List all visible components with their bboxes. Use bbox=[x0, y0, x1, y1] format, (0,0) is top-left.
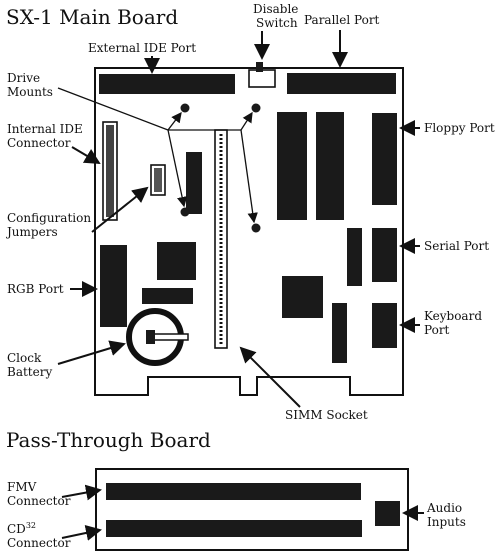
label-simm-socket: SIMM Socket bbox=[285, 408, 368, 422]
main-board-title: SX-1 Main Board bbox=[6, 5, 178, 29]
disable-switch-lever bbox=[256, 62, 263, 72]
arrow-internal-ide bbox=[71, 146, 101, 165]
chip-horizontal bbox=[142, 288, 193, 304]
serial-port bbox=[372, 228, 397, 282]
leader-drive-mounts bbox=[57, 87, 169, 131]
arrow-drive-mount-4 bbox=[240, 129, 258, 224]
chip-left-square bbox=[157, 242, 196, 280]
label-disable-switch-line2: Switch bbox=[256, 16, 298, 30]
cd32-superscript: 32 bbox=[26, 521, 36, 530]
label-cd32-connector-line1: CD32 bbox=[7, 521, 36, 536]
clock-battery-clip bbox=[149, 333, 189, 341]
label-cd32-connector-line2: Connector bbox=[7, 536, 71, 550]
pass-through-board-title: Pass-Through Board bbox=[6, 428, 211, 452]
audio-inputs bbox=[375, 501, 400, 526]
label-fmv-connector-line1: FMV bbox=[7, 480, 37, 494]
disable-switch bbox=[248, 69, 276, 88]
label-keyboard-port-line2: Port bbox=[424, 323, 450, 337]
clock-battery-clip-tab bbox=[146, 330, 155, 344]
label-audio-inputs-line2: Inputs bbox=[427, 515, 466, 529]
label-drive-mounts-line1: Drive bbox=[7, 71, 40, 85]
internal-ide-connector-pins bbox=[106, 125, 114, 217]
cd32-connector bbox=[106, 520, 362, 537]
arrow-simm-socket bbox=[239, 346, 301, 408]
label-keyboard-port-line1: Keyboard bbox=[424, 309, 482, 323]
label-floppy-port: Floppy Port bbox=[424, 121, 495, 135]
chip-large-1 bbox=[277, 112, 307, 220]
label-fmv-connector-line2: Connector bbox=[7, 494, 71, 508]
external-ide-port bbox=[99, 74, 235, 94]
fmv-connector bbox=[106, 483, 361, 500]
configuration-jumper-pins bbox=[154, 168, 162, 192]
label-audio-inputs-line1: Audio bbox=[426, 501, 462, 515]
arrow-drive-mount-3 bbox=[167, 129, 188, 208]
chip-small-vertical bbox=[186, 152, 202, 214]
label-disable-switch-line1: Disable bbox=[253, 2, 298, 16]
cd32-text: CD bbox=[7, 522, 26, 536]
arrow-drive-mount-1 bbox=[167, 111, 182, 131]
label-internal-ide-line2: Connector bbox=[7, 136, 71, 150]
label-parallel-port: Parallel Port bbox=[304, 13, 380, 27]
drive-mount-1 bbox=[180, 103, 190, 113]
chip-narrow-lower bbox=[332, 303, 347, 363]
chip-narrow-middle bbox=[347, 228, 362, 286]
arrow-drive-mount-2 bbox=[240, 111, 253, 131]
label-config-jumpers-line1: Configuration bbox=[7, 211, 91, 225]
keyboard-port bbox=[372, 303, 397, 348]
arrow-cd32-connector bbox=[61, 525, 102, 541]
label-external-ide-port: External IDE Port bbox=[88, 41, 196, 55]
label-clock-battery-line2: Battery bbox=[7, 365, 52, 379]
parallel-port bbox=[287, 73, 396, 94]
arrow-config-jumpers bbox=[91, 186, 149, 233]
floppy-port bbox=[372, 113, 397, 205]
label-drive-mounts-line2: Mounts bbox=[7, 85, 53, 99]
chip-square-center bbox=[282, 276, 323, 318]
arrow-clock-battery bbox=[57, 340, 126, 365]
label-serial-port: Serial Port bbox=[424, 239, 489, 253]
label-clock-battery-line1: Clock bbox=[7, 351, 42, 365]
pass-through-board-outline bbox=[95, 468, 409, 551]
chip-rgb-port bbox=[100, 245, 127, 327]
label-rgb-port: RGB Port bbox=[7, 282, 64, 296]
drive-mount-4 bbox=[251, 223, 261, 233]
label-config-jumpers-line2: Jumpers bbox=[5, 225, 58, 239]
label-internal-ide-line1: Internal IDE bbox=[7, 122, 83, 136]
arrow-fmv-connector bbox=[61, 484, 102, 501]
chip-large-2 bbox=[316, 112, 344, 220]
drive-mount-2 bbox=[251, 103, 261, 113]
